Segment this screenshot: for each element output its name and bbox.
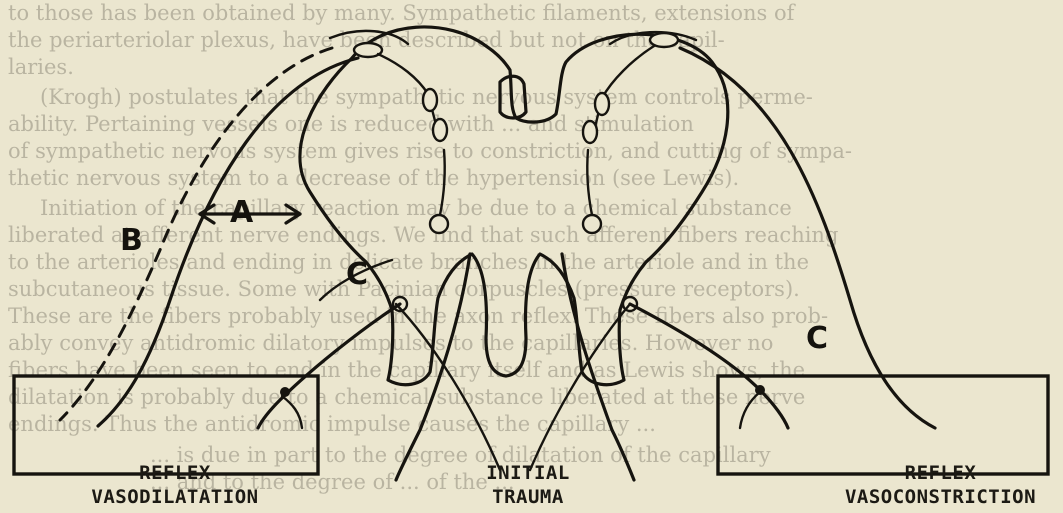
interneuron-left-lower — [440, 150, 445, 215]
efferent-right — [630, 304, 788, 428]
label-c-left: C — [346, 257, 368, 292]
label-c-right: C — [806, 321, 828, 356]
effector-box-right — [718, 376, 1048, 474]
efferent-right-branch — [740, 392, 760, 428]
efferent-left-branch — [282, 396, 302, 428]
afferent-right-outer — [680, 48, 935, 428]
label-b: B — [120, 223, 143, 258]
effector-box-left — [14, 376, 318, 474]
interneuron-cell-right-1 — [595, 93, 609, 115]
caption-left-line1: REFLEX — [10, 461, 340, 485]
interneuron-cell-right-2 — [583, 121, 597, 143]
caption-right-line1: REFLEX — [818, 461, 1063, 485]
interneuron-cell-left-2 — [433, 119, 447, 141]
caption-left-line2: VASODILATATION — [10, 485, 340, 509]
caption-right-line2: VASOCONSTRICTION — [818, 485, 1063, 509]
trauma-line-left — [396, 254, 470, 480]
caption-right: REFLEX VASOCONSTRICTION — [818, 461, 1063, 509]
caption-center: INITIAL TRAUMA — [378, 461, 678, 509]
spinal-cord-outline — [300, 27, 728, 385]
caption-left: REFLEX VASODILATATION — [10, 461, 340, 509]
motor-cell-left-top — [430, 215, 448, 233]
efferent-left-ganglion — [280, 387, 290, 397]
label-a: A — [230, 195, 254, 230]
caption-center-line2: TRAUMA — [378, 485, 678, 509]
interneuron-right-lower — [587, 150, 592, 215]
efferent-left — [258, 304, 400, 428]
interneuron-cell-left-1 — [423, 89, 437, 111]
caption-center-line1: INITIAL — [378, 461, 678, 485]
motor-cell-right-top — [583, 215, 601, 233]
trauma-line-right — [562, 254, 634, 480]
efferent-right-ganglion — [755, 385, 765, 395]
